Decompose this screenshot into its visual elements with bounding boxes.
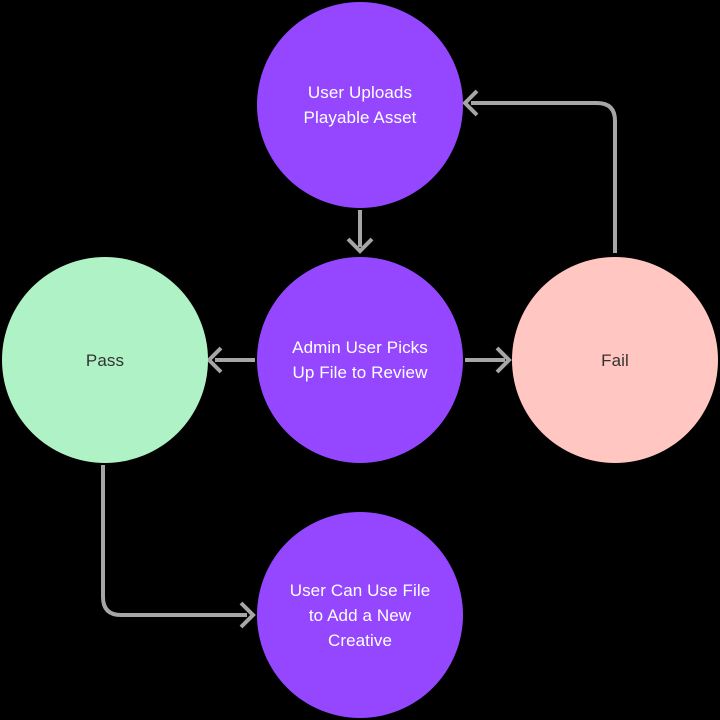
node-pass: Pass — [2, 257, 208, 463]
node-label: Fail — [601, 350, 629, 370]
node-label: User Uploads Playable Asset — [303, 83, 417, 127]
arrow-review-to-pass — [206, 346, 255, 374]
arrow-review-to-fail — [465, 346, 512, 374]
node-label: User Can Use File to Add a New Creative — [289, 580, 431, 650]
node-label: Pass — [85, 350, 125, 370]
node-admin-user-picks-up-file: Admin User Picks Up File to Review — [257, 257, 463, 463]
arrow-pass-to-use-file — [101, 465, 256, 629]
node-user-can-use-file: User Can Use File to Add a New Creative — [257, 512, 463, 718]
node-user-uploads-playable-asset: User Uploads Playable Asset — [257, 2, 463, 208]
node-fail: Fail — [512, 257, 718, 463]
node-label: Admin User Picks Up File to Review — [292, 338, 428, 382]
arrow-fail-to-upload — [462, 89, 617, 253]
arrow-upload-to-review — [346, 210, 374, 254]
